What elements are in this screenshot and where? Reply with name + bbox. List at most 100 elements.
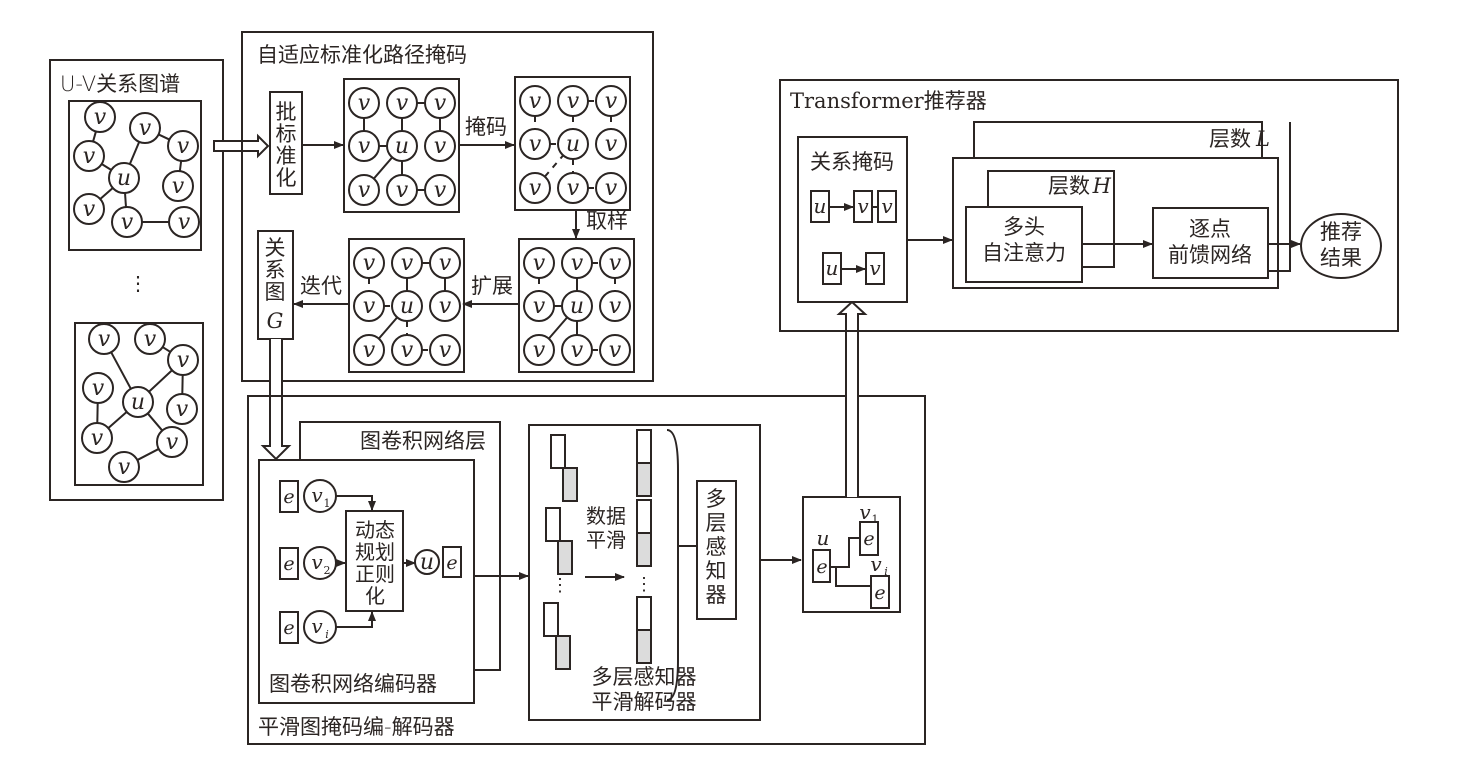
- node-subscript: 2: [324, 564, 331, 577]
- gcn-encoder-label: 图卷积网络编码器: [269, 672, 437, 696]
- node-label: v: [178, 210, 191, 235]
- node-label: v: [609, 251, 622, 276]
- data-smoothing-label: 平滑: [586, 528, 626, 552]
- node-label: v: [401, 251, 414, 276]
- user-node: [122, 386, 154, 418]
- graph-edge: [136, 448, 160, 461]
- item-node: [134, 323, 166, 355]
- smoothed-bar-bottom: [636, 462, 652, 497]
- embed-link-v1: [830, 537, 860, 568]
- graph-edge: [107, 411, 128, 429]
- node-label: v: [439, 251, 452, 276]
- mlp-decoder-label-1: 多层感知器: [592, 665, 697, 689]
- user-node: [108, 162, 140, 194]
- node-label: v: [434, 134, 447, 159]
- node-label: v: [533, 338, 546, 363]
- expand-label: 扩展: [471, 274, 513, 298]
- node-label: v: [567, 89, 580, 114]
- node-label: v: [396, 91, 409, 116]
- item-node: [84, 101, 116, 133]
- node-label: v: [311, 550, 323, 574]
- node-label: v: [172, 174, 185, 199]
- multihead-label-2: 自注意力: [982, 241, 1066, 265]
- uv-graph-bottom: [74, 322, 204, 486]
- layers-L-edge: [1268, 122, 1291, 272]
- item-node: [595, 85, 627, 117]
- node-label: v: [434, 178, 447, 203]
- node-label: v: [439, 338, 452, 363]
- node-label: v: [529, 89, 542, 114]
- uv-graph-top: [68, 100, 202, 251]
- graph-edge: [110, 351, 132, 390]
- node-label: v: [434, 91, 447, 116]
- uv-graph-title: U-V关系图谱: [60, 72, 180, 96]
- item-node: [386, 174, 418, 206]
- smoothed-bar-top: [636, 499, 652, 534]
- layers-L-symbol: L: [1255, 127, 1270, 151]
- node-label: v: [363, 294, 376, 319]
- graph-edge: [378, 316, 398, 340]
- gcn-layer-label: 图卷积网络层: [360, 429, 486, 453]
- node-label: v: [358, 178, 371, 203]
- embed-vi-label: v: [870, 552, 882, 576]
- user-node: [561, 290, 593, 322]
- item-node: [73, 140, 105, 172]
- item-node: [595, 128, 627, 160]
- item-node: [353, 247, 385, 279]
- masked-edge: [544, 154, 564, 178]
- raw-bar-top: [545, 507, 561, 542]
- node-label: u: [566, 132, 580, 157]
- node-label: v: [118, 455, 131, 480]
- node-label: v: [609, 294, 622, 319]
- char: 化: [276, 166, 297, 190]
- node-label: v: [177, 134, 190, 159]
- embedding-label: e: [283, 553, 294, 575]
- node-label: v: [363, 251, 376, 276]
- smooth-codec-panel: [247, 395, 926, 745]
- node-label: u: [117, 166, 131, 191]
- embed-vi-e: e: [874, 582, 885, 604]
- uv-ellipsis: ⋮: [128, 271, 148, 295]
- node-label: v: [363, 338, 376, 363]
- char: 感: [706, 535, 727, 559]
- graph-edge: [162, 346, 171, 353]
- result-label-1: 推荐: [1320, 220, 1362, 244]
- relation-mask-box: [797, 136, 908, 303]
- char: 层: [706, 511, 727, 535]
- node-label: v: [567, 176, 580, 201]
- hollow-arrow-graph-to-gcn: [260, 339, 292, 461]
- item-node: [557, 172, 589, 204]
- node-label: v: [605, 89, 618, 114]
- smoothed-bar-top: [636, 429, 652, 464]
- item-node: [353, 290, 385, 322]
- transformer-title: Transformer推荐器: [790, 89, 987, 113]
- node-label: v: [311, 483, 323, 507]
- item-node: [167, 344, 199, 376]
- relation-graph-label: 关系图: [265, 236, 286, 304]
- item-node: [595, 172, 627, 204]
- item-node: [81, 422, 113, 454]
- layers-H-label: 层数: [1048, 174, 1090, 198]
- node-label: v: [83, 197, 96, 222]
- node-label: v: [533, 294, 546, 319]
- arrow-v1-to-dp: [336, 495, 376, 511]
- node-label: v: [529, 132, 542, 157]
- node-label: v: [396, 178, 409, 203]
- raw-bar-bottom: [562, 467, 578, 502]
- item-node: [391, 334, 423, 366]
- item-node: [519, 172, 551, 204]
- dp-regularization-label: 化: [365, 584, 385, 608]
- node-label: v: [92, 376, 105, 401]
- node-subscript: i: [325, 628, 329, 641]
- mlp-box: [696, 480, 737, 620]
- raw-ellipsis: ⋮: [551, 575, 569, 596]
- mask-cell-label: v: [869, 256, 881, 280]
- graph-edge: [148, 369, 173, 393]
- iterate-label: 迭代: [300, 274, 342, 298]
- graph-edge: [124, 192, 127, 208]
- item-node: [519, 85, 551, 117]
- ffn-label-1: 逐点: [1189, 217, 1231, 241]
- node-label: v: [98, 327, 111, 352]
- item-node: [519, 128, 551, 160]
- node-label: u: [570, 294, 584, 319]
